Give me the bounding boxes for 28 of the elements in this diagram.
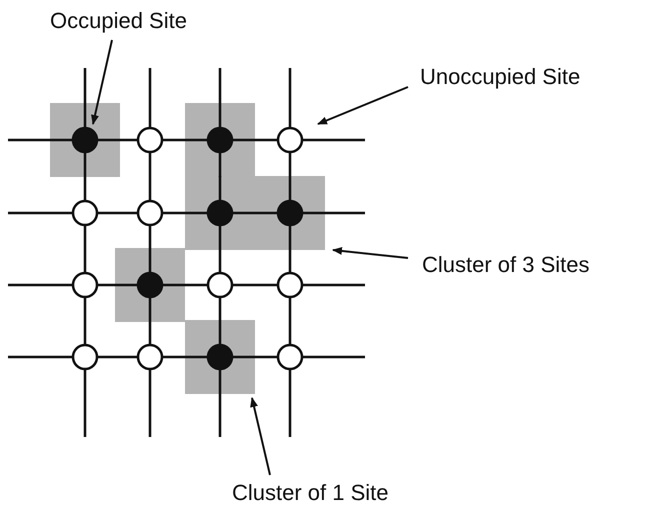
hollow-circle [136, 126, 164, 154]
leader-arrow [332, 246, 408, 259]
hollow-circle [136, 344, 164, 370]
callout-label: Cluster of 3 Sites [422, 254, 590, 276]
shaded-square [115, 248, 185, 322]
hollow-circle [276, 126, 304, 154]
hollow-circle [206, 272, 234, 298]
shaded-square [50, 103, 120, 177]
filled-circle [206, 344, 234, 370]
hollow-circle [72, 272, 98, 298]
callout-label: Unoccupied Site [420, 66, 580, 88]
leader-arrow [91, 40, 113, 125]
hollow-circle [276, 344, 304, 370]
shaded-square [185, 320, 255, 394]
leader-arrow [250, 397, 271, 476]
filled-circle [276, 200, 304, 226]
hollow-circle [72, 200, 98, 226]
filled-circle [72, 126, 98, 154]
callout-label: Cluster of 1 Site [232, 482, 389, 504]
callout-label: Occupied Site [50, 10, 187, 32]
filled-circle [206, 200, 234, 226]
hollow-circle [72, 344, 98, 370]
filled-circle [206, 126, 234, 154]
filled-circle [136, 272, 164, 298]
hollow-circle [136, 200, 164, 226]
shaded-region [185, 103, 325, 250]
hollow-circle [276, 272, 304, 298]
leader-arrow [317, 86, 408, 125]
